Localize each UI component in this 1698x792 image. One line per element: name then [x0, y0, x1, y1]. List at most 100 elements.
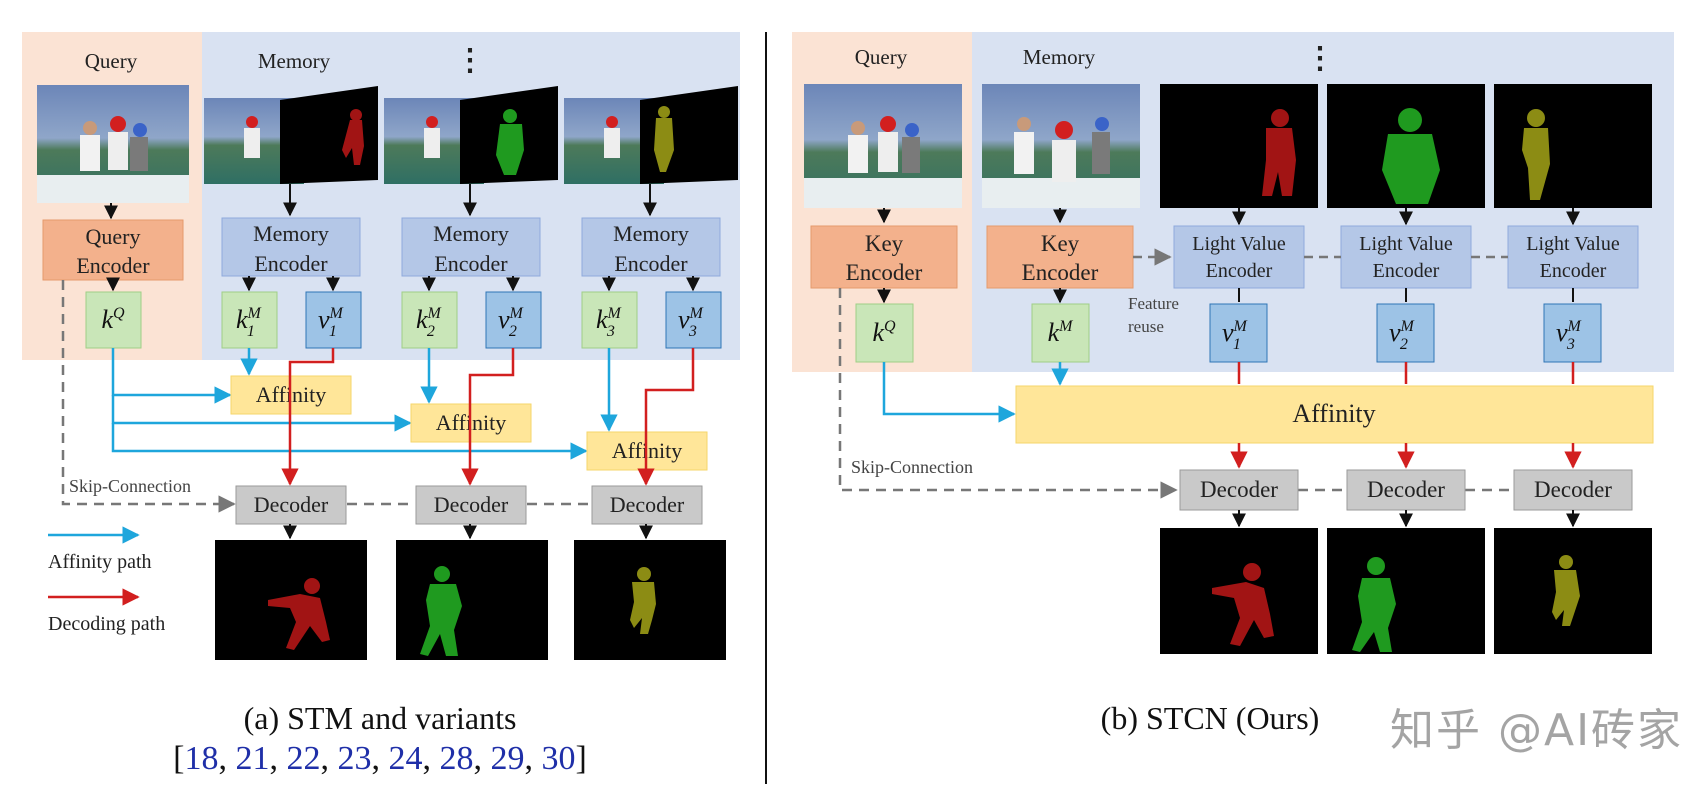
left-decoding-path-1: [281, 348, 335, 486]
right-lve-1-line1: Light Value: [1192, 233, 1286, 255]
right-decoder-3: [1513, 469, 1633, 511]
left-decoder-label-3: Decoder: [610, 492, 685, 517]
right-memory-key-encoder-line1: Key: [1041, 231, 1080, 256]
right-vdots: ⋮: [1305, 42, 1335, 75]
left-memory-encoder-2: [401, 217, 541, 277]
right-affinity-box: [1015, 385, 1654, 444]
right-lve-2-line1: Light Value: [1359, 233, 1453, 255]
left-skip-connection-path: [61, 280, 236, 513]
right-skip-connection-path: [838, 288, 1178, 499]
left-decoder-label-1: Decoder: [254, 492, 329, 517]
left-v2-box: [485, 291, 542, 349]
left-output-mask-1: [215, 540, 367, 660]
right-light-value-encoder-3: [1507, 225, 1639, 289]
right-affinity-label: Affinity: [1292, 399, 1375, 428]
right-output-mask-3: [1494, 528, 1652, 654]
right-km-box: [1031, 303, 1090, 363]
left-skip-connection-label: Skip-Connection: [69, 476, 191, 496]
left-memory-frame-3: [564, 86, 738, 184]
reference-number[interactable]: 23: [337, 740, 372, 777]
right-v3-box: [1543, 303, 1602, 363]
watermark: 知乎 @AI砖家: [1390, 705, 1684, 756]
right-caption: (b) STCN (Ours): [1100, 700, 1320, 736]
right-query-key-encoder: [810, 225, 958, 289]
right-kq-box: [855, 303, 914, 363]
reference-number[interactable]: 22: [286, 740, 321, 777]
left-query-label: Query: [85, 49, 138, 73]
left-kq-label: kQ: [101, 305, 125, 334]
legend-affinity-label: Affinity path: [48, 551, 152, 573]
right-query-label: Query: [855, 45, 908, 69]
left-memory-encoder-3-line2: Encoder: [614, 251, 688, 276]
right-v1-box: [1209, 303, 1268, 363]
right-decoder-label-1: Decoder: [1200, 477, 1278, 502]
left-memory-encoder-3: [581, 217, 721, 277]
left-decoding-path-2: [461, 348, 515, 486]
left-memory-encoder-2-line2: Encoder: [434, 251, 508, 276]
right-light-value-encoder-2: [1340, 225, 1472, 289]
right-feature-reuse-line2: reuse: [1128, 317, 1164, 336]
left-v1-box: [305, 291, 362, 349]
left-v3-box: [665, 291, 722, 349]
right-mask-frame-3: [1494, 84, 1652, 208]
left-output-mask-2: [396, 540, 548, 660]
left-memory-encoder-1-line1: Memory: [253, 221, 329, 246]
right-lve-3-line2: Encoder: [1540, 260, 1607, 282]
left-memory-frame-1: [204, 86, 378, 184]
left-query-frame: [37, 85, 189, 203]
left-output-mask-3: [574, 540, 726, 660]
left-memory-encoder-1: [221, 217, 361, 277]
right-memory-frame: [982, 84, 1140, 208]
left-query-encoder: [42, 219, 184, 281]
right-affinity-path-kq: [882, 362, 1016, 423]
left-affinity-path-3: [111, 423, 588, 460]
right-lve-1-line2: Encoder: [1206, 260, 1273, 282]
right-decoder-1: [1179, 469, 1299, 511]
right-memory-key-encoder-line2: Encoder: [1022, 260, 1099, 285]
right-memory-key-encoder: [986, 225, 1134, 289]
reference-number[interactable]: 28: [439, 740, 474, 777]
reference-number[interactable]: 29: [490, 740, 525, 777]
right-query-key-encoder-line2: Encoder: [846, 260, 923, 285]
reference-number[interactable]: 21: [235, 740, 270, 777]
left-decoder-1: [235, 485, 347, 525]
right-km-label: kM: [1048, 318, 1075, 347]
left-query-encoder-line2: Encoder: [76, 253, 150, 278]
left-k1-box: [221, 291, 278, 349]
reference-number[interactable]: 24: [388, 740, 423, 777]
left-memory-label: Memory: [258, 49, 331, 73]
right-light-value-encoder-1: [1173, 225, 1305, 289]
reference-number[interactable]: 18: [184, 740, 219, 777]
left-memory-frame-2: [384, 86, 558, 184]
right-query-frame: [804, 84, 962, 208]
left-references: [18, 21, 22, 23, 24, 28, 29, 30]: [173, 740, 587, 777]
reference-number[interactable]: 30: [541, 740, 576, 777]
left-k2-box: [401, 291, 458, 349]
left-memory-encoder-1-line2: Encoder: [254, 251, 328, 276]
right-lve-3-line1: Light Value: [1526, 233, 1620, 255]
right-kq-label: kQ: [872, 318, 896, 347]
right-decoder-label-2: Decoder: [1367, 477, 1445, 502]
right-lve-2-line2: Encoder: [1373, 260, 1440, 282]
left-vdots: ⋮: [455, 44, 485, 77]
left-memory-encoder-3-line1: Memory: [613, 221, 689, 246]
left-memory-encoder-2-line1: Memory: [433, 221, 509, 246]
left-query-encoder-line1: Query: [86, 224, 141, 249]
right-mask-frame-1: [1160, 84, 1318, 208]
right-output-mask-2: [1327, 528, 1485, 654]
left-decoding-path-3: [637, 348, 695, 486]
right-memory-label: Memory: [1023, 45, 1096, 69]
left-decoder-label-2: Decoder: [434, 492, 509, 517]
legend-decoding-label: Decoding path: [48, 613, 165, 635]
reference-list: 18, 21, 22, 23, 24, 28, 29, 30: [184, 740, 576, 777]
